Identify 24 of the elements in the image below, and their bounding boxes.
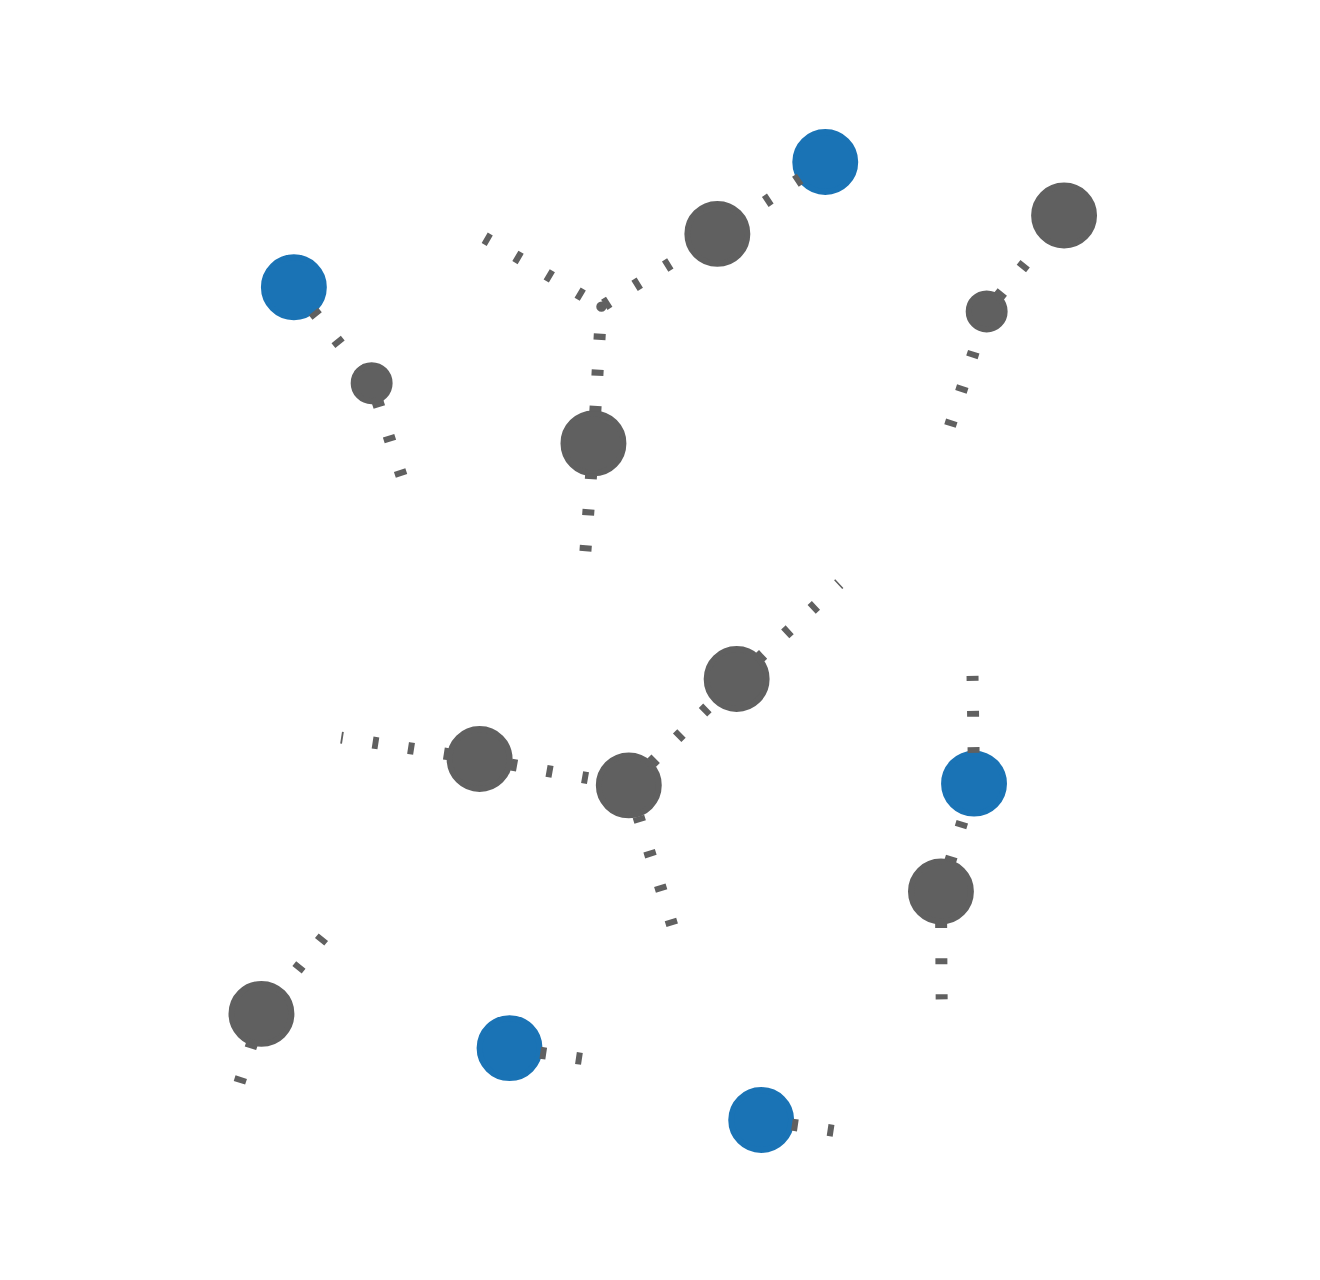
node-circle	[683, 199, 750, 266]
connector	[965, 674, 979, 752]
connector	[339, 730, 450, 760]
node-circle	[1030, 181, 1097, 248]
connector	[307, 306, 363, 371]
node-circle	[964, 289, 1007, 332]
node-circle	[227, 979, 294, 1046]
node-point	[595, 300, 606, 311]
node-circle	[475, 1014, 542, 1081]
connector	[538, 1045, 587, 1065]
node-circle	[559, 409, 626, 476]
connector	[753, 578, 843, 662]
connector	[993, 235, 1049, 300]
connector	[631, 813, 679, 930]
node-circle	[940, 749, 1006, 816]
node-circle	[594, 751, 661, 818]
node-circle	[702, 645, 769, 711]
node-circle	[259, 253, 326, 320]
node-circle	[445, 725, 512, 791]
node-circle	[349, 361, 392, 404]
node-circle	[907, 857, 973, 924]
connector	[790, 1117, 839, 1137]
node-circle	[791, 128, 858, 194]
node-circle	[727, 1086, 794, 1152]
